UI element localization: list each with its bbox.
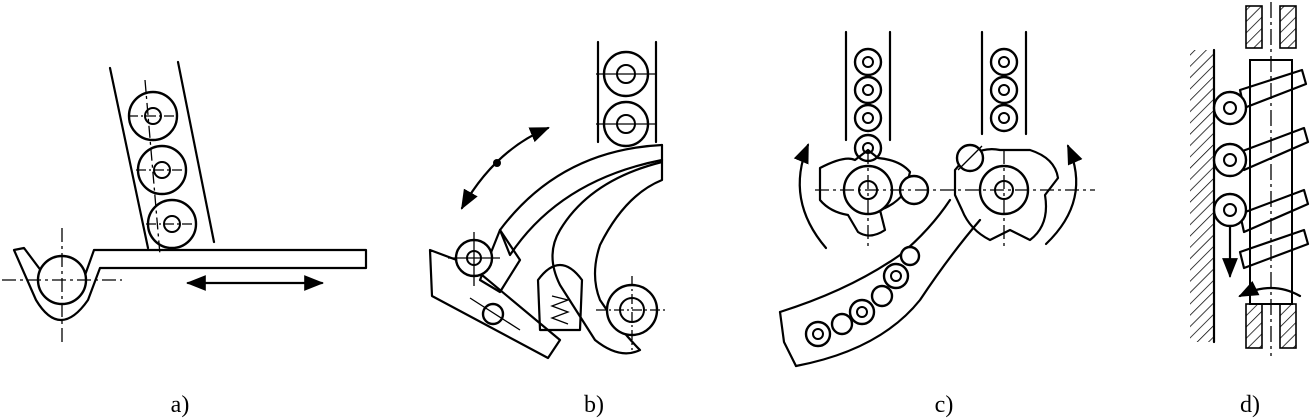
diagram-d bbox=[1190, 2, 1310, 356]
tube-parts-left bbox=[853, 47, 883, 163]
tube-parts-right bbox=[989, 47, 1019, 133]
diagram-c bbox=[778, 30, 1095, 368]
caption-d: d) bbox=[1240, 392, 1260, 418]
star-wheel-right bbox=[953, 143, 1060, 242]
diagram-a bbox=[2, 60, 368, 346]
diagram-b bbox=[428, 40, 668, 360]
caption-a: a) bbox=[171, 392, 190, 418]
star-wheel-left bbox=[818, 148, 930, 237]
caption-b: b) bbox=[584, 392, 604, 418]
caption-c: c) bbox=[935, 392, 954, 418]
chute-parts bbox=[804, 245, 921, 348]
parts-column bbox=[1212, 90, 1248, 228]
